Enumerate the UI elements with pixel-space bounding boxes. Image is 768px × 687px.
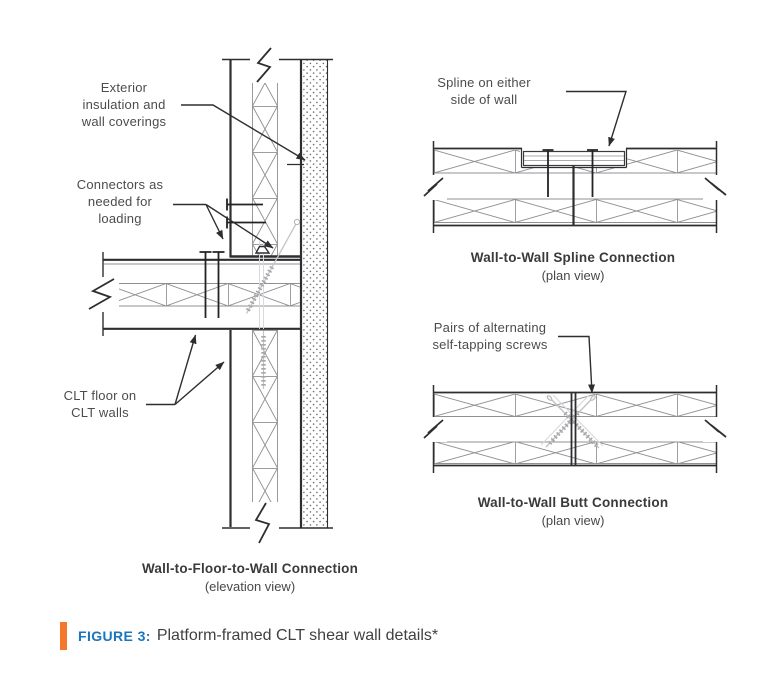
figure-caption-text: Platform-framed CLT shear wall details* xyxy=(156,627,439,644)
screw-thread xyxy=(546,411,580,447)
diagonal-screw xyxy=(245,218,301,314)
elevation-title-block: Wall-to-Floor-to-Wall Connection (elevat… xyxy=(90,560,410,595)
leader-arrow-spline xyxy=(566,90,627,147)
label-exterior-insulation: Exterior insulation and wall coverings xyxy=(81,80,167,129)
elevation-title: Wall-to-Floor-to-Wall Connection xyxy=(141,561,359,576)
break-symbol xyxy=(88,278,115,310)
spline-drawing xyxy=(421,90,729,233)
figure-caption: FIGURE 3: Platform-framed CLT shear wall… xyxy=(60,622,438,650)
screw-head xyxy=(293,218,301,226)
label-connectors: Connectors as needed for loading xyxy=(76,177,164,226)
lower-clt-wall xyxy=(229,330,279,544)
butt-view-label: (plan view) xyxy=(541,513,605,528)
vertical-screw xyxy=(542,149,554,197)
break-symbol xyxy=(423,419,444,439)
clt-floor-panel xyxy=(88,252,301,336)
spline-title: Wall-to-Wall Spline Connection xyxy=(470,250,676,265)
spline-laminations xyxy=(524,155,624,161)
vertical-screw xyxy=(587,149,598,197)
insulation-hatch xyxy=(303,59,327,528)
screw-head xyxy=(546,395,553,401)
vertical-screw xyxy=(199,251,212,318)
spline-plate xyxy=(522,150,626,167)
leader-arrow-connectors-1 xyxy=(205,204,224,240)
leader-arrow-insulation xyxy=(181,104,306,161)
label-clt-floor: CLT floor on CLT walls xyxy=(63,388,137,420)
elevation-view-label: (elevation view) xyxy=(204,579,296,594)
hidden-screw-lines xyxy=(259,241,266,389)
figure-number-label: FIGURE 3: xyxy=(78,628,151,644)
butt-joint-lines xyxy=(570,392,577,466)
break-symbol xyxy=(254,502,271,544)
caption-accent-bar xyxy=(60,622,67,650)
spline-screws xyxy=(542,149,598,197)
label-spline: Spline on either side of wall xyxy=(437,75,531,107)
leader-arrow-floor-1 xyxy=(174,334,197,405)
screw-head xyxy=(590,395,596,401)
spline-title-block: Wall-to-Wall Spline Connection (plan vie… xyxy=(413,249,733,284)
butt-drawing xyxy=(421,335,729,473)
leader-arrow-floor-2 xyxy=(174,361,225,406)
vertical-screw xyxy=(212,251,225,318)
spline-view-label: (plan view) xyxy=(541,268,605,283)
label-alternating-screws: Pairs of alternating self-tapping screws xyxy=(432,320,548,352)
break-symbol xyxy=(704,419,727,438)
screw-thread xyxy=(245,265,274,314)
elevation-leader-arrows xyxy=(146,104,306,406)
butt-title-block: Wall-to-Wall Butt Connection (plan view) xyxy=(413,494,733,529)
leader-arrow-connectors-2 xyxy=(205,203,274,249)
break-symbol xyxy=(423,177,444,197)
leader-arrow-screws xyxy=(558,335,596,394)
break-symbol xyxy=(704,177,727,196)
alternating-screws xyxy=(540,394,604,449)
connector-screws xyxy=(199,198,266,318)
elevation-drawing xyxy=(88,47,333,544)
butt-title: Wall-to-Wall Butt Connection xyxy=(477,495,669,510)
break-symbol xyxy=(256,47,272,83)
horizontal-screw xyxy=(226,198,263,211)
